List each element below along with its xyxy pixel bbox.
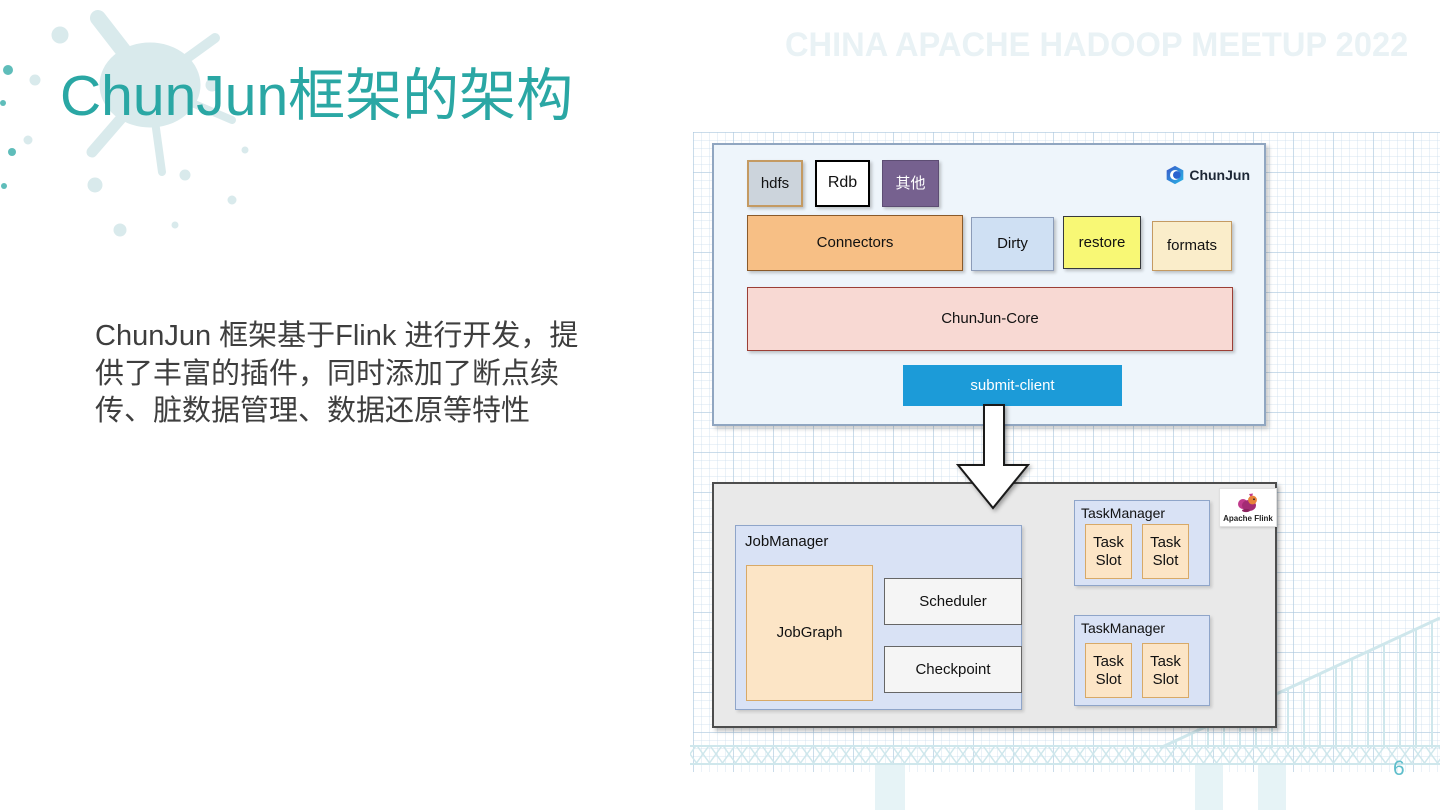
node-dirty: Dirty	[971, 217, 1054, 271]
description-line: 供了丰富的插件，同时添加了断点续	[95, 357, 560, 390]
taskmanager-panel-1: TaskManager Task Slot Task Slot	[1074, 500, 1210, 586]
node-task-slot: Task Slot	[1085, 524, 1132, 579]
node-other-sources: 其他	[882, 160, 939, 207]
description-paragraph: ChunJun 框架基于Flink 进行开发，提 供了丰富的插件，同时添加了断点…	[95, 318, 625, 431]
node-formats: formats	[1152, 221, 1232, 271]
flink-runtime-box: JobManager JobGraph Scheduler Checkpoint…	[712, 482, 1277, 728]
node-task-slot: Task Slot	[1142, 524, 1189, 579]
event-watermark: CHINA APACHE HADOOP MEETUP 2022	[784, 26, 1408, 64]
node-connectors: Connectors	[747, 215, 963, 271]
jobmanager-label: JobManager	[745, 533, 829, 550]
chunjun-logo-icon	[1167, 165, 1184, 185]
paint-splatter-decoration	[0, 10, 249, 237]
node-jobgraph: JobGraph	[746, 565, 873, 701]
down-arrow-icon	[955, 404, 1031, 510]
node-submit-client: submit-client	[903, 365, 1122, 406]
jobmanager-panel: JobManager JobGraph Scheduler Checkpoint	[735, 525, 1022, 710]
page-number: 6	[1393, 757, 1405, 780]
node-rdb: Rdb	[815, 160, 870, 207]
node-task-slot: Task Slot	[1085, 643, 1132, 698]
description-line: ChunJun 框架基于Flink 进行开发，提	[95, 320, 579, 352]
apache-flink-logo: Apache Flink	[1219, 488, 1277, 527]
node-checkpoint: Checkpoint	[884, 646, 1022, 693]
apache-flink-label: Apache Flink	[1223, 513, 1273, 523]
chunjun-architecture-box: hdfs Rdb 其他 Connectors Dirty restore for…	[712, 143, 1266, 426]
description-line: 传、脏数据管理、数据还原等特性	[95, 395, 531, 428]
page-title: ChunJun框架的架构	[60, 64, 574, 128]
node-restore: restore	[1063, 216, 1141, 269]
chunjun-logo-text: ChunJun	[1189, 167, 1250, 183]
node-scheduler: Scheduler	[884, 578, 1022, 625]
taskmanager-panel-2: TaskManager Task Slot Task Slot	[1074, 615, 1210, 706]
chunjun-logo: ChunJun	[1165, 165, 1250, 185]
taskmanager-label: TaskManager	[1081, 505, 1166, 521]
flink-squirrel-icon	[1238, 493, 1257, 512]
taskmanager-label: TaskManager	[1081, 620, 1166, 636]
node-task-slot: Task Slot	[1142, 643, 1189, 698]
bridge-decoration	[690, 616, 1440, 810]
node-hdfs: hdfs	[747, 160, 803, 207]
node-chunjun-core: ChunJun-Core	[747, 287, 1233, 351]
